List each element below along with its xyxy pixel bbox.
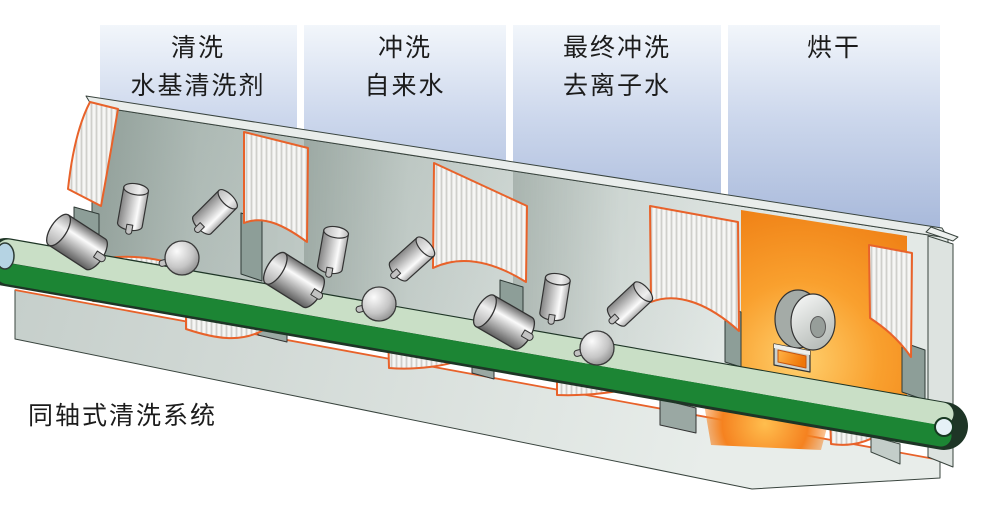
belt-start-roller [0,242,15,270]
stage-1-process-label: 清洗 [171,34,225,62]
blower-fan [773,289,836,373]
stage-4-process-label: 烘干 [807,34,861,62]
stage-1-medium-label: 水基清洗剂 [130,72,265,100]
curtain [649,205,740,332]
belt-top-surface [0,239,954,426]
stage-panel-dry [728,25,940,232]
conveyor-belt [0,238,968,450]
curtain [868,244,913,358]
belt-front-face [0,263,952,447]
stage-panels: 清洗 水基清洗剂 冲洗 自来水 最终冲洗 去离子水 烘干 [100,25,940,232]
stage-3-medium-label: 去离子水 [563,72,671,100]
stage-2-process-label: 冲洗 [378,34,432,62]
curtain [432,162,528,283]
blower-hub [810,316,826,338]
belt-end-roller [934,417,954,437]
stage-3-process-label: 最终冲洗 [563,34,671,62]
end-wall-gusset [870,435,901,465]
stage-2-medium-label: 自来水 [364,72,445,100]
diagram-caption: 同轴式清洗系统 [28,402,217,430]
machine-illustration [0,95,968,490]
curtain [243,131,309,243]
curtain [67,101,119,207]
curtains-upper [67,101,913,358]
blower-heat-outlet [777,349,807,369]
